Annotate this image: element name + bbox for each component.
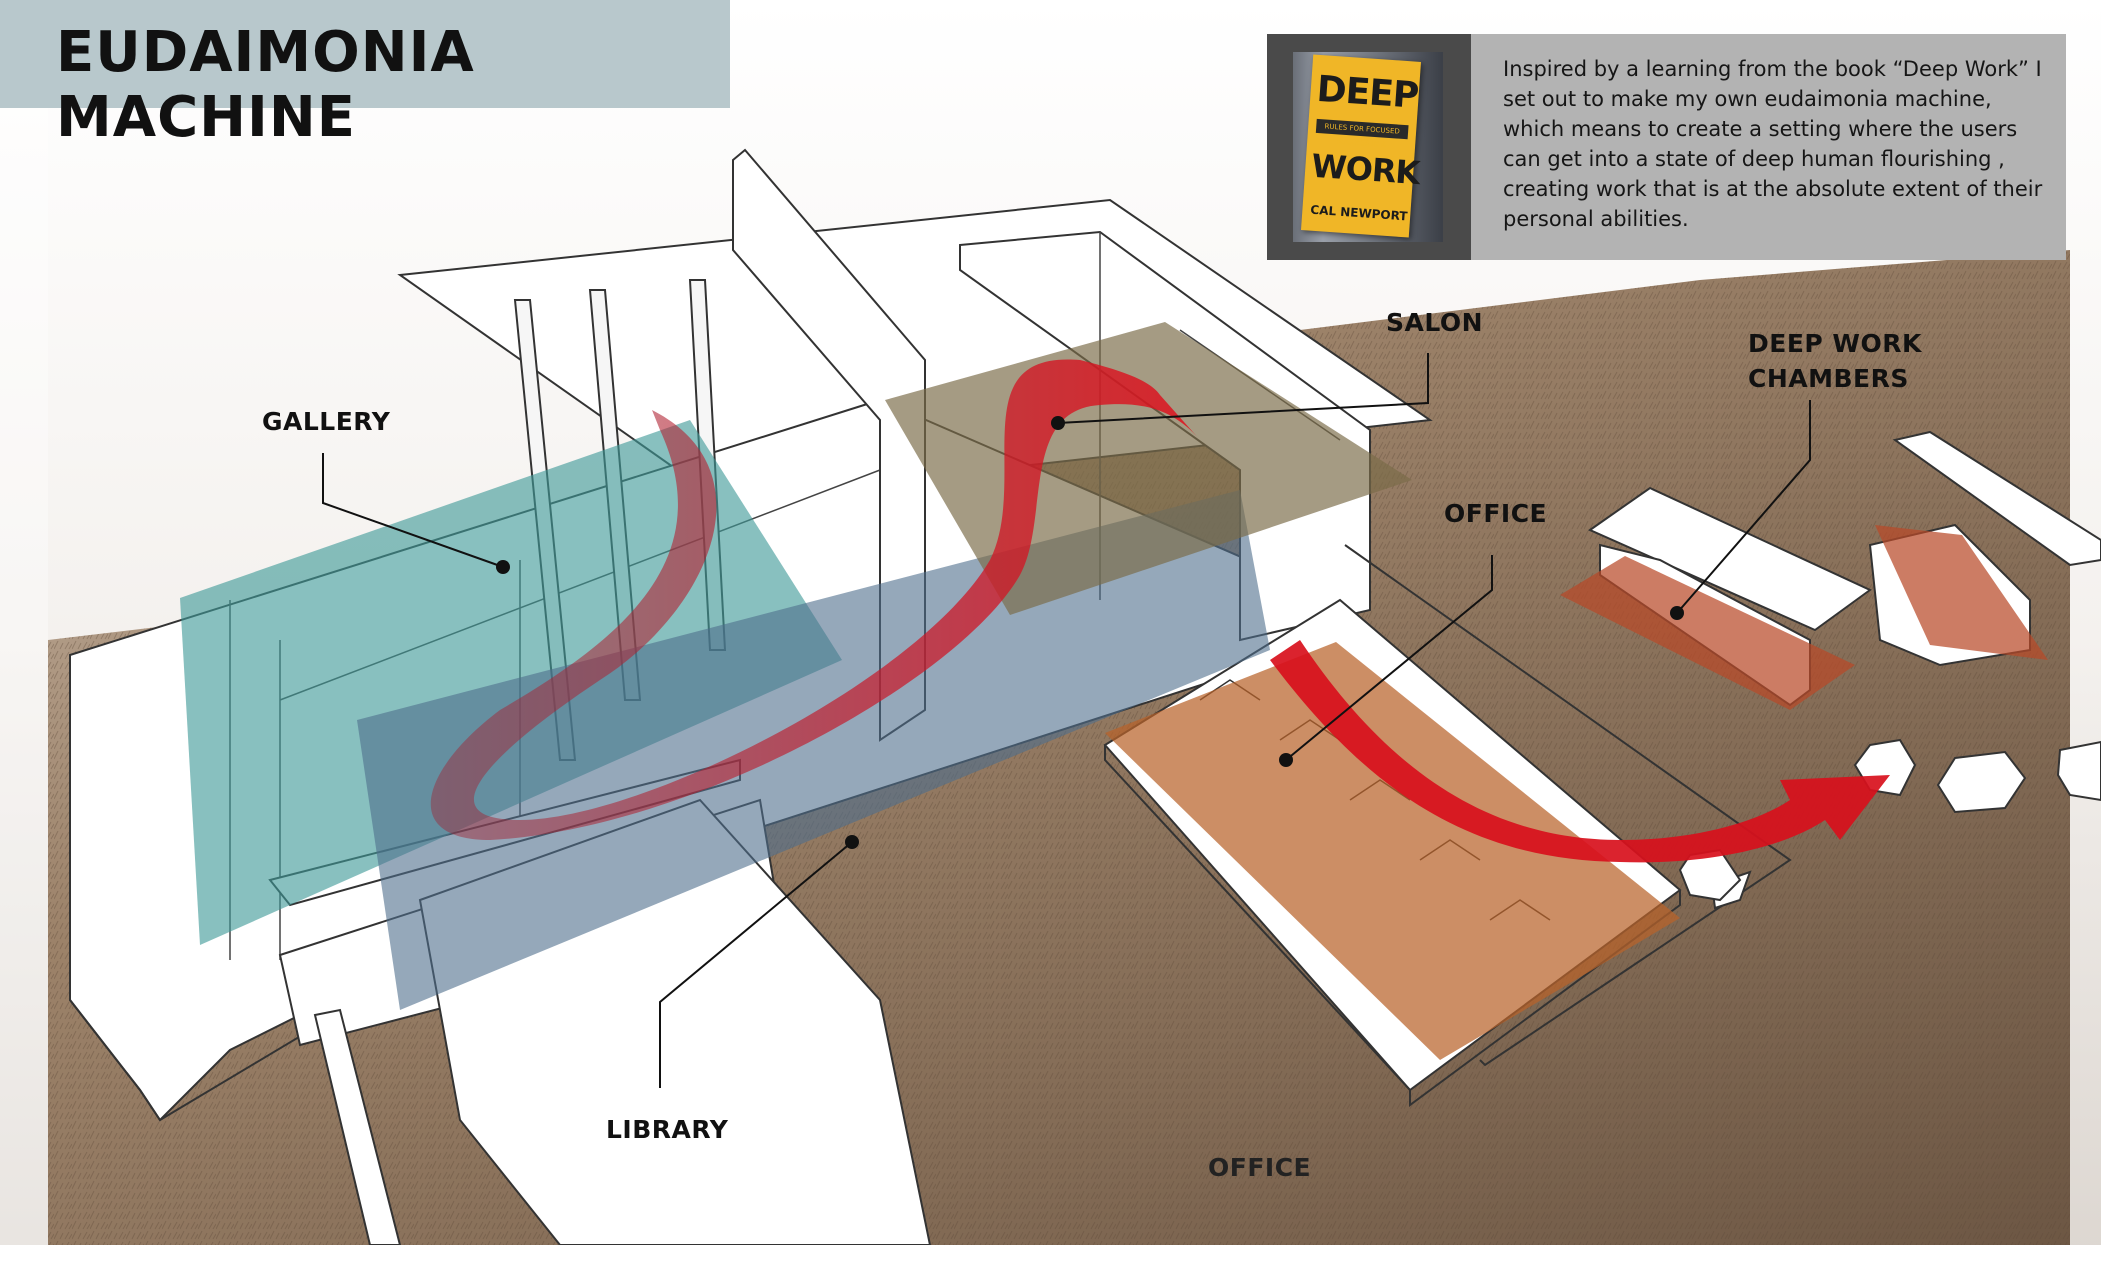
label-office-ground: OFFICE [1208, 1153, 1312, 1182]
chamber-plane-2 [1875, 525, 2048, 660]
book-title-line2: WORK [1310, 146, 1421, 193]
book-author: CAL NEWPORT [1309, 202, 1408, 224]
label-salon: SALON [1386, 308, 1484, 337]
title-banner: EUDAIMONIA MACHINE [0, 0, 730, 150]
leader-lines [322, 353, 1811, 1088]
curved-flow-arrow-icon [1270, 640, 1890, 863]
book-photo: DEEP RULES FOR FOCUSED SUCCESS IN A DIST… [1293, 52, 1443, 242]
page-title: EUDAIMONIA MACHINE [56, 20, 475, 150]
label-office: OFFICE [1444, 499, 1548, 528]
label-gallery: GALLERY [262, 407, 391, 436]
curved-flow-arrow-icon [430, 359, 1200, 840]
office-plane [1105, 642, 1680, 1060]
chamber-plane-1 [1560, 556, 1855, 710]
book-image-frame: DEEP RULES FOR FOCUSED SUCCESS IN A DIST… [1267, 34, 1471, 260]
leader-dot-icon [496, 416, 1684, 849]
library-plane [357, 490, 1270, 1010]
book-cover: DEEP RULES FOR FOCUSED SUCCESS IN A DIST… [1300, 54, 1422, 238]
book-tagline: RULES FOR FOCUSED SUCCESS IN A DISTRACTE… [1315, 118, 1409, 164]
label-deep-work-chambers: DEEP WORK CHAMBERS [1748, 329, 1922, 393]
info-panel: DEEP RULES FOR FOCUSED SUCCESS IN A DIST… [1267, 34, 2066, 260]
label-library: LIBRARY [606, 1115, 729, 1144]
book-title-line1: DEEP [1315, 68, 1420, 117]
info-description: Inspired by a learning from the book “De… [1503, 57, 2043, 231]
